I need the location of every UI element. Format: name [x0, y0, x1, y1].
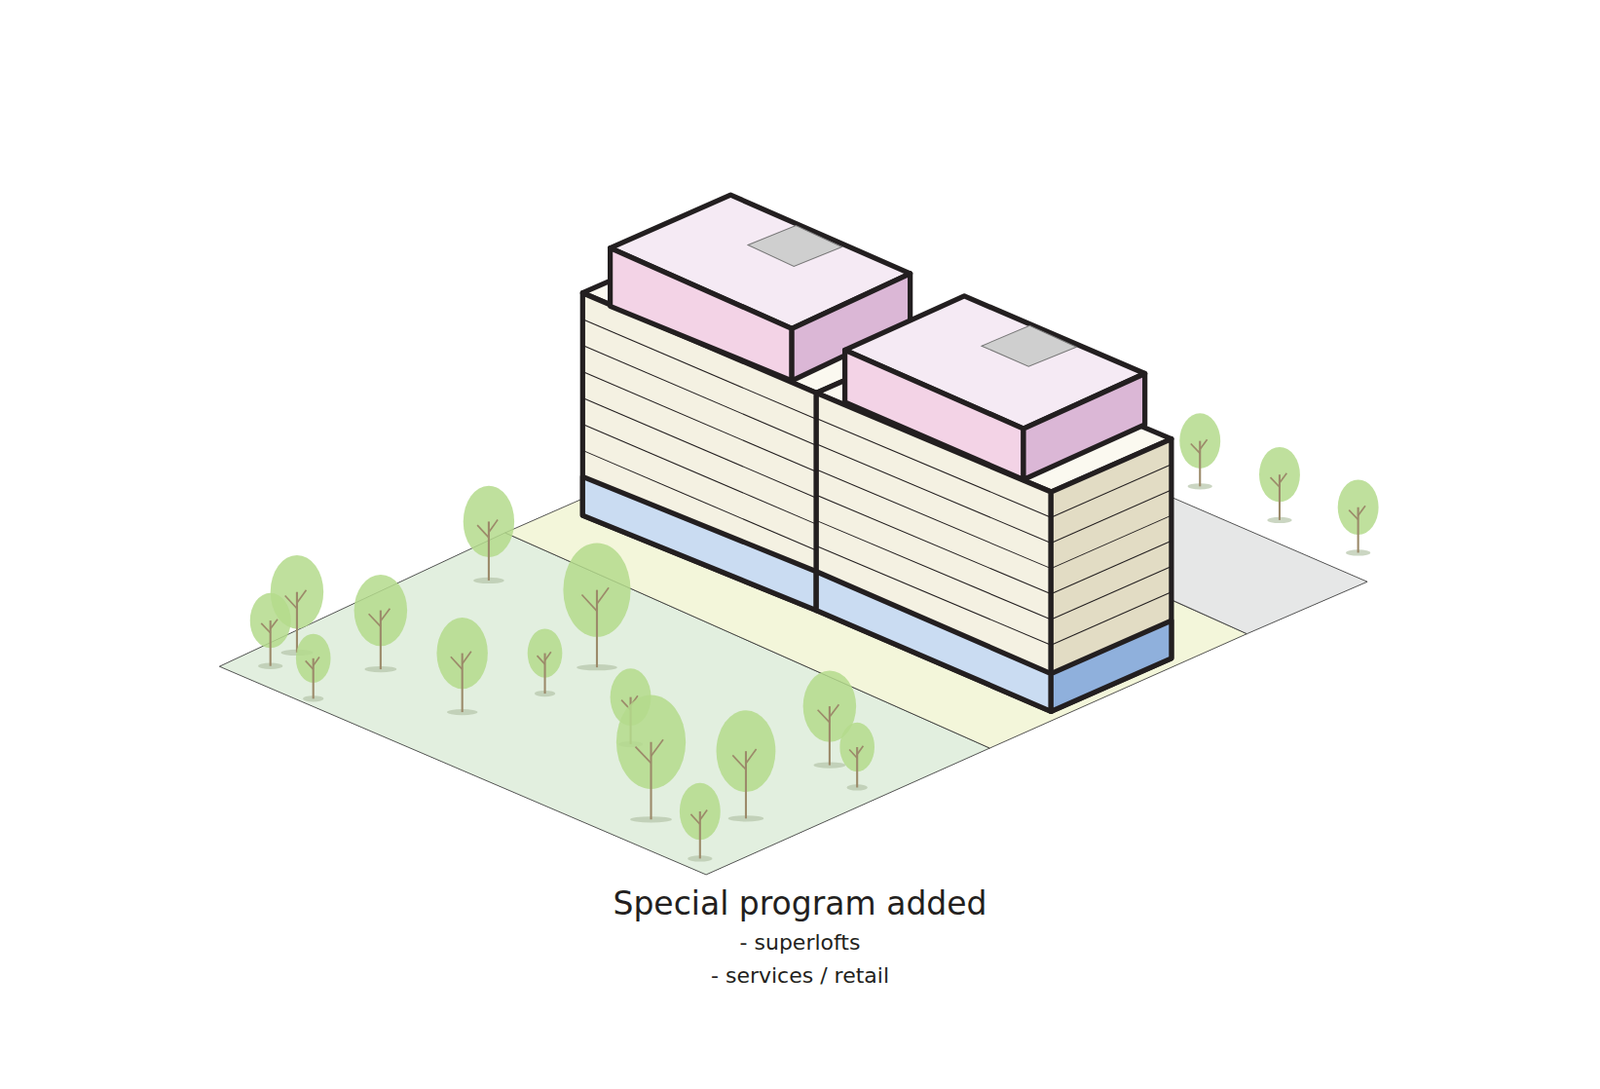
tree-branch — [634, 746, 651, 764]
tree-trunk — [595, 590, 598, 669]
right-block-side — [1050, 439, 1172, 712]
superloft-front — [610, 248, 793, 381]
floor-line — [816, 469, 1051, 569]
floor-line — [1050, 540, 1172, 594]
tree-branch — [818, 709, 830, 723]
right-retail-side — [1050, 620, 1172, 711]
tree-trunk — [649, 742, 652, 820]
tree-branch — [462, 651, 472, 665]
floor-line — [582, 397, 817, 498]
tree-branch — [369, 613, 381, 627]
floor-line — [816, 546, 1051, 646]
tree-branch — [450, 656, 463, 670]
tree-branch — [732, 754, 746, 770]
floor-line — [582, 449, 817, 551]
tree-branch — [1190, 443, 1200, 453]
tree-branch — [537, 655, 546, 665]
program-item: - services / retail — [0, 959, 1600, 993]
trees — [250, 542, 875, 861]
roof-hatch — [981, 325, 1077, 367]
floor-line — [1050, 464, 1172, 518]
floor-line — [1050, 515, 1172, 568]
tree-branch — [690, 814, 700, 824]
tree-branch — [1199, 439, 1207, 449]
tree-branch — [545, 651, 552, 661]
caption-block: Special program added- superlofts- servi… — [0, 881, 1600, 993]
tree-branch — [581, 594, 597, 611]
diagram-title: Special program added — [0, 881, 1600, 927]
superloft-front — [845, 349, 1024, 480]
tree-branch — [596, 587, 609, 604]
floor-line — [1050, 592, 1172, 645]
floor-line — [582, 372, 817, 473]
tree-branch — [313, 657, 320, 667]
tree-branch — [1270, 477, 1280, 487]
tree-branch — [380, 608, 391, 622]
floor-line — [1050, 489, 1172, 543]
tree-branch — [297, 590, 307, 603]
tree-branch — [305, 660, 314, 670]
superloft-side — [1023, 372, 1146, 480]
floor-line — [816, 494, 1051, 595]
tree-branch — [1348, 510, 1358, 521]
tree-branch — [856, 745, 863, 755]
tree-branch — [270, 619, 278, 630]
tree-branch — [477, 524, 489, 538]
tree-branch — [829, 704, 840, 717]
floor-line — [816, 520, 1051, 620]
tree-branch — [700, 810, 707, 820]
roof-hatch — [747, 225, 842, 267]
program-item: - superlofts — [0, 926, 1600, 960]
tree-branch — [260, 623, 270, 633]
tree-branch — [745, 748, 757, 764]
tree-branch — [488, 520, 498, 533]
floor-line — [582, 423, 817, 524]
tree-branch — [1358, 505, 1366, 516]
tree-branch — [651, 739, 664, 756]
floor-line — [1050, 566, 1172, 620]
tree-branch — [1279, 473, 1287, 484]
tree-branch — [849, 749, 857, 759]
